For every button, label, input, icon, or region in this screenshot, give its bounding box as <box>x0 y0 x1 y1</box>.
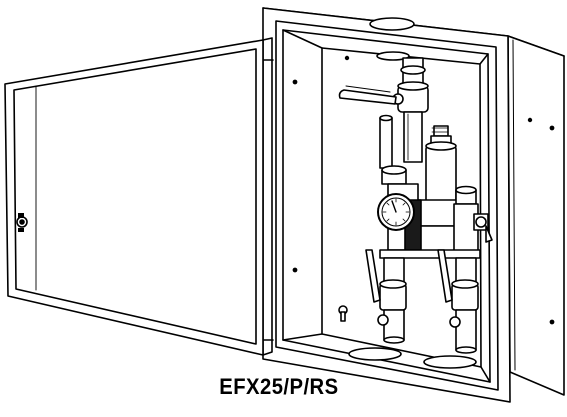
open-door <box>4 37 274 356</box>
door-hinges <box>263 59 274 341</box>
keyhole-slot <box>338 305 348 322</box>
bottom-left-ball-valve <box>365 249 407 344</box>
bottom-right-ball-valve <box>437 249 479 354</box>
door-lock <box>16 213 28 232</box>
top-ball-valve <box>338 81 429 113</box>
model-label: EFX25/P/RS <box>219 374 339 399</box>
valve-assembly <box>338 57 493 354</box>
side-check-valve <box>473 213 493 243</box>
thermometer-gauge <box>377 193 415 231</box>
